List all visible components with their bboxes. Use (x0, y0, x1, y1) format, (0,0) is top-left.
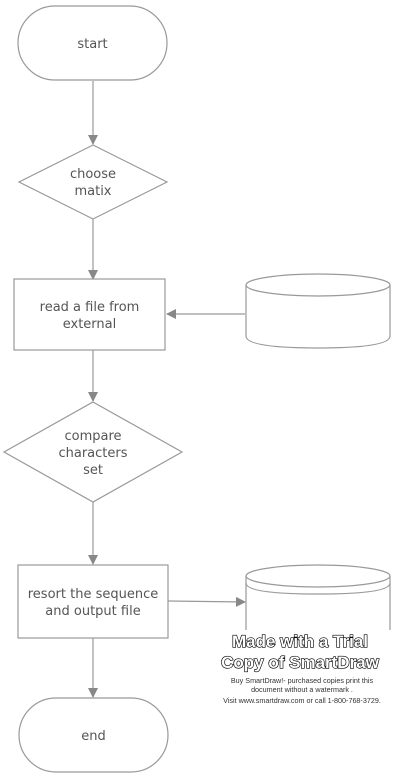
resort-label-line1: resort the sequence (28, 587, 158, 602)
watermark-small1: Buy SmartDraw!- purchased copies print t… (231, 676, 374, 685)
watermark-line1: Made with a Trial (232, 632, 368, 651)
connectors (88, 81, 246, 698)
read-label-line2: external (63, 317, 117, 332)
arrow-resort-to-database (167, 596, 246, 607)
choose-label-line1: choose (70, 167, 116, 182)
compare-label-line2: characters (58, 446, 127, 461)
watermark-small2: document without a watermark . (251, 685, 353, 694)
smartdraw-watermark: Made with a Trial Copy of SmartDraw Buy … (205, 630, 396, 705)
compare-label-line3: set (83, 463, 103, 478)
read-label-line1: read a file from (40, 300, 140, 315)
input-database (245, 273, 391, 349)
choose-label-line2: matix (74, 184, 111, 199)
compare-decision: compare characters set (2, 401, 184, 503)
choose-matix-decision: choose matix (17, 144, 169, 220)
end-node: end (18, 697, 169, 773)
start-node: start (17, 5, 168, 81)
watermark-line2: Copy of SmartDraw (221, 653, 380, 672)
read-file-process: read a file from external (13, 278, 166, 351)
start-label: start (77, 37, 107, 52)
watermark-small3: Visit www.smartdraw.com or call 1-800-76… (223, 696, 381, 705)
output-database (245, 564, 391, 642)
compare-label-line1: compare (64, 429, 121, 444)
end-label: end (81, 729, 106, 744)
resort-process: resort the sequence and output file (17, 564, 169, 639)
resort-label-line2: and output file (45, 604, 140, 619)
